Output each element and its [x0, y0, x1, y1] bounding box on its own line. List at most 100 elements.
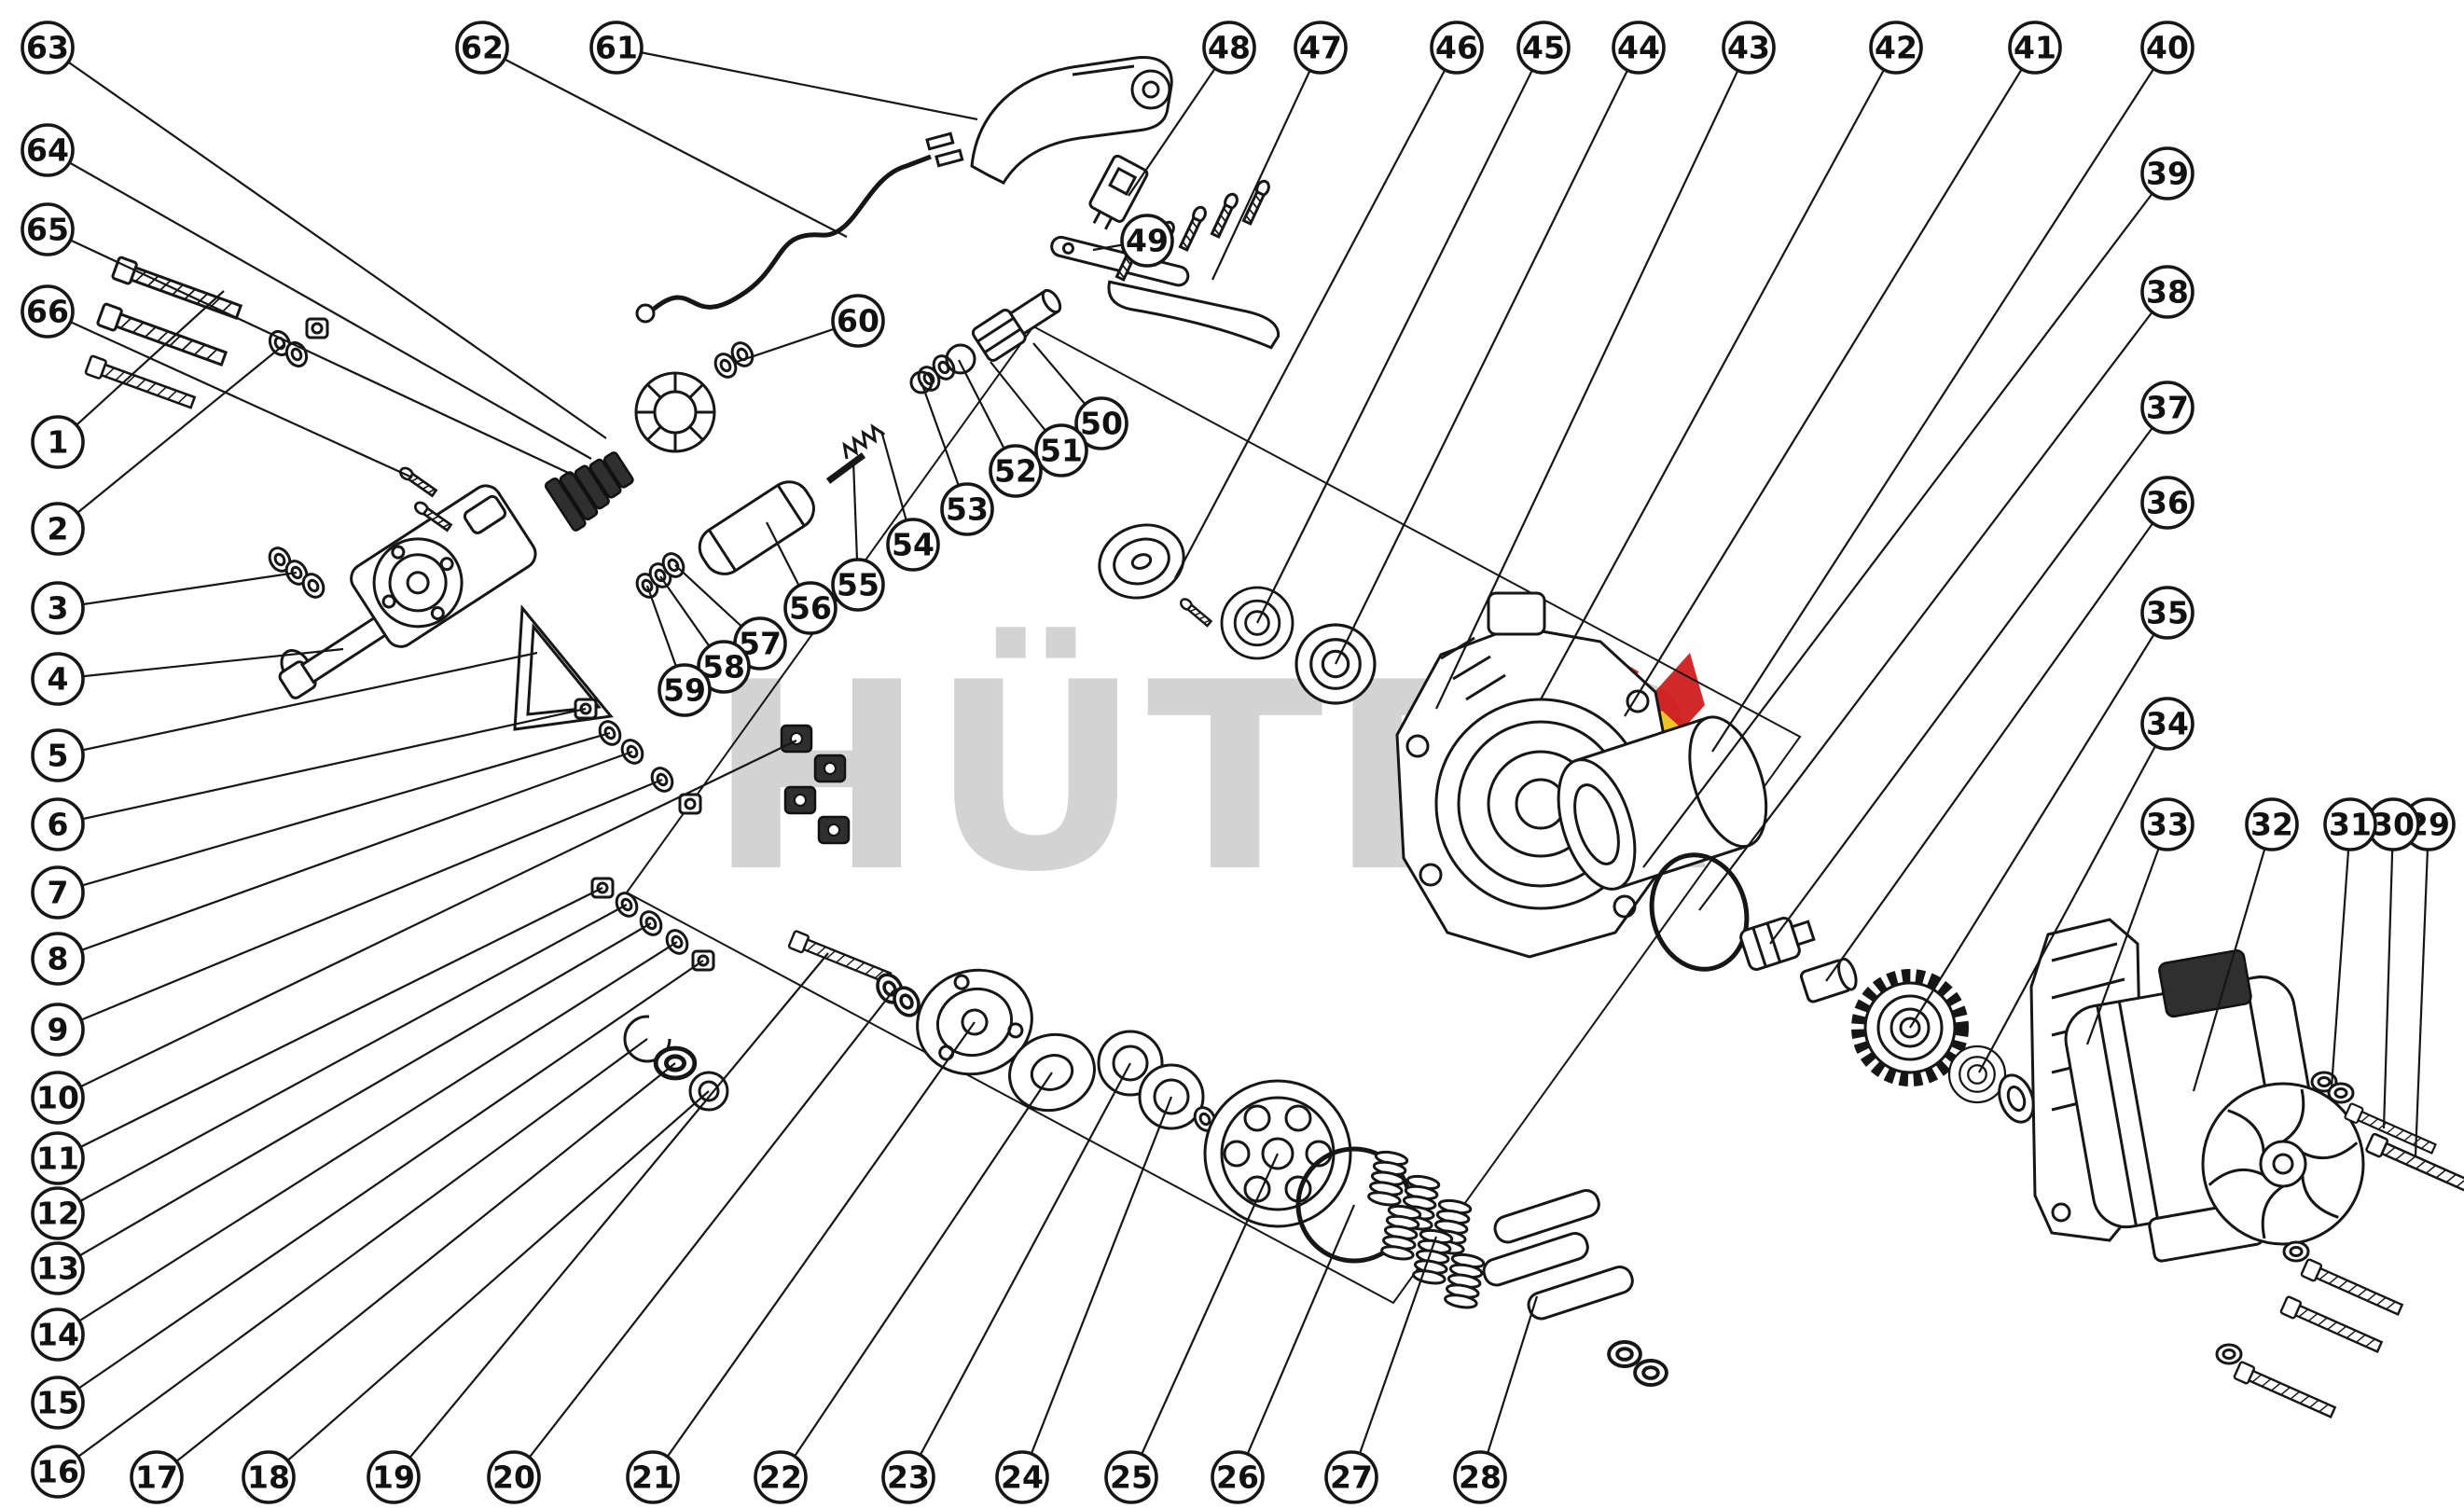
- callout-number-31: 31: [2329, 807, 2372, 843]
- callout-13: 13: [31, 1241, 85, 1295]
- leader-line-17: [156, 1062, 676, 1478]
- callout-number-37: 37: [2146, 390, 2189, 426]
- callout-number-41: 41: [2014, 30, 2056, 66]
- callout-15: 15: [31, 1376, 85, 1430]
- callout-number-11: 11: [36, 1141, 79, 1177]
- part-triangle-gasket: [513, 604, 614, 731]
- callout-26: 26: [1211, 1450, 1265, 1504]
- callout-46: 46: [1430, 21, 1484, 75]
- callout-number-49: 49: [1126, 223, 1169, 259]
- leader-line-29: [2414, 823, 2430, 1157]
- part-oring-cylinder: [1649, 852, 1750, 972]
- callout-23: 23: [881, 1450, 935, 1504]
- leader-line-28: [1478, 1295, 1539, 1478]
- callout-24: 24: [995, 1450, 1049, 1504]
- leader-line-21: [652, 1021, 976, 1478]
- part-oil-cap-set: [623, 1015, 729, 1112]
- callout-number-53: 53: [946, 491, 989, 528]
- callout-3: 3: [31, 581, 85, 635]
- callout-number-42: 42: [1875, 30, 1917, 66]
- callout-8: 8: [31, 932, 85, 986]
- callout-4: 4: [31, 652, 85, 706]
- callout-number-54: 54: [892, 527, 934, 563]
- leader-line-16: [57, 1038, 648, 1473]
- motor-fan: [2201, 1082, 2365, 1246]
- callout-number-36: 36: [2146, 485, 2189, 521]
- leader-line-9: [57, 778, 663, 1031]
- leader-line-47: [1211, 47, 1322, 281]
- callout-number-1: 1: [48, 424, 69, 461]
- part-shaft-washer: [1998, 1073, 2035, 1124]
- callout-number-47: 47: [1299, 30, 1342, 66]
- callout-55: 55: [831, 558, 885, 612]
- part-bearing-set: [1098, 523, 1377, 705]
- leader-line-62: [481, 47, 848, 238]
- leader-line-34: [1978, 723, 2168, 1073]
- leader-line-45: [1256, 47, 1544, 624]
- leader-line-24: [1020, 1096, 1173, 1478]
- callout-33: 33: [2140, 797, 2194, 851]
- callout-number-17: 17: [135, 1460, 178, 1496]
- callout-44: 44: [1612, 21, 1666, 75]
- leader-line-30: [2382, 823, 2395, 1129]
- callout-number-15: 15: [36, 1385, 79, 1421]
- part-sleeve: [1799, 957, 1858, 1003]
- callout-number-10: 10: [36, 1080, 79, 1116]
- callout-42: 42: [1869, 21, 1923, 75]
- leader-line-3: [57, 571, 298, 610]
- leader-line-11: [57, 887, 603, 1159]
- callout-number-56: 56: [789, 590, 832, 627]
- callout-number-39: 39: [2146, 156, 2189, 192]
- callout-number-21: 21: [631, 1460, 674, 1496]
- callout-number-23: 23: [887, 1460, 930, 1496]
- leader-line-43: [1435, 47, 1750, 710]
- callout-number-43: 43: [1727, 30, 1770, 66]
- callout-number-48: 48: [1208, 30, 1251, 66]
- callout-59: 59: [658, 663, 712, 717]
- callout-2: 2: [31, 502, 85, 556]
- leader-line-40: [1711, 47, 2168, 753]
- callout-50: 50: [1074, 396, 1128, 450]
- leader-line-19: [393, 952, 829, 1478]
- part-valve-springs: [1366, 1148, 1487, 1311]
- callout-number-35: 35: [2146, 595, 2189, 631]
- leader-line-13: [57, 922, 652, 1269]
- callout-number-58: 58: [702, 649, 745, 685]
- callout-31: 31: [2323, 797, 2377, 851]
- leader-lines: [47, 46, 2430, 1478]
- callout-number-18: 18: [247, 1460, 290, 1496]
- callout-30: 30: [2366, 797, 2420, 851]
- callout-36: 36: [2140, 476, 2194, 530]
- part-pump-head: [350, 484, 537, 648]
- part-power-cable: [635, 131, 964, 324]
- callout-12: 12: [31, 1186, 85, 1240]
- callout-number-19: 19: [372, 1460, 415, 1496]
- part-boot: [544, 451, 634, 532]
- callout-number-25: 25: [1110, 1460, 1153, 1496]
- callout-number-66: 66: [26, 294, 69, 330]
- part-trigger: [1107, 280, 1280, 350]
- part-swash-assembly: [787, 929, 1096, 1113]
- callout-number-4: 4: [48, 661, 69, 698]
- leader-line-15: [57, 960, 704, 1404]
- leader-line-37: [1769, 407, 2168, 945]
- callout-25: 25: [1104, 1450, 1158, 1504]
- leader-line-48: [1128, 47, 1230, 197]
- leader-line-18: [268, 1090, 710, 1478]
- callout-53: 53: [940, 482, 994, 536]
- callout-number-26: 26: [1216, 1460, 1259, 1496]
- leader-line-6: [57, 707, 587, 826]
- callout-34: 34: [2140, 697, 2194, 751]
- callout-number-65: 65: [26, 212, 69, 248]
- callout-number-59: 59: [663, 672, 706, 709]
- callout-14: 14: [31, 1307, 85, 1362]
- leader-line-22: [780, 1072, 1053, 1478]
- callout-5: 5: [31, 728, 85, 782]
- callout-number-55: 55: [837, 567, 879, 603]
- callout-number-2: 2: [48, 511, 69, 547]
- callout-37: 37: [2140, 380, 2194, 435]
- callout-number-34: 34: [2146, 706, 2189, 742]
- leader-line-42: [1540, 47, 1897, 700]
- callout-22: 22: [754, 1450, 808, 1504]
